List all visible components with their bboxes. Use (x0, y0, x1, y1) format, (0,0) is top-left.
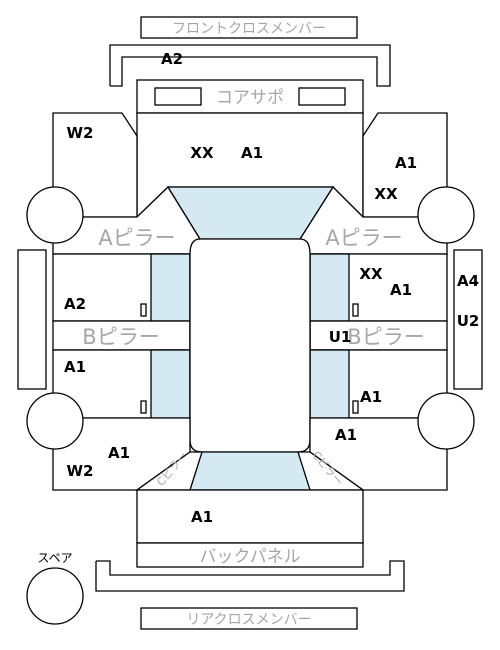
core-support-right-slot (298, 87, 346, 106)
roof-outline[interactable] (189, 238, 311, 453)
core-support-left-slot (154, 87, 202, 106)
left-side-sill[interactable] (17, 249, 47, 390)
a-pillar-left-label: Aピラー (98, 226, 175, 250)
rear-right-wheel[interactable] (417, 392, 475, 450)
front-right-window[interactable] (309, 253, 350, 322)
front-right-fender-mark: XX (374, 185, 398, 203)
right-side-sill[interactable] (453, 249, 483, 390)
front-member-grade: A2 (161, 50, 183, 68)
core-support-label: コアサポ (216, 88, 284, 108)
hood-mark: XX (190, 144, 214, 162)
front-cross-member-label: フロントクロスメンバー (172, 21, 326, 37)
front-left-door-handle (140, 303, 147, 317)
rear-right-door-handle (352, 400, 359, 414)
rear-left-window[interactable] (150, 349, 191, 419)
hood-grade: A1 (241, 144, 263, 162)
right-sill-grade-2: U2 (457, 312, 480, 330)
spare-label: スペア (37, 551, 72, 565)
right-b-pillar-grade: U1 (329, 328, 352, 346)
spare-tire[interactable] (26, 567, 84, 625)
back-panel-label: バックパネル (199, 547, 300, 567)
trunk-lid[interactable] (136, 489, 364, 544)
rear-cross-member-label: リアクロスメンバー (186, 612, 311, 628)
front-bumper-outline[interactable] (109, 44, 391, 87)
rear-window[interactable] (189, 451, 311, 491)
front-right-wheel[interactable] (417, 186, 475, 244)
rear-right-fender-grade: A1 (335, 426, 357, 444)
rear-right-door-grade: A1 (360, 388, 382, 406)
front-right-fender-grade: A1 (395, 154, 417, 172)
rear-left-wheel[interactable] (26, 392, 84, 450)
b-pillar-right-label: Bピラー (347, 325, 424, 349)
rear-cross-member-box[interactable] (140, 607, 358, 630)
b-pillar-left-label: Bピラー (82, 325, 159, 349)
a-pillar-right-label: Aピラー (325, 226, 402, 250)
rear-left-door-grade: A1 (64, 358, 86, 376)
front-left-fender-mark: W2 (67, 124, 94, 142)
front-right-door-handle (352, 303, 359, 317)
front-cross-member-box[interactable] (140, 16, 358, 39)
front-right-door-mark: XX (359, 265, 383, 283)
front-left-window[interactable] (150, 253, 191, 322)
rear-left-fender-grade: A1 (108, 444, 130, 462)
right-sill-grade-1: A4 (457, 272, 479, 290)
b-pillar-left-box[interactable] (52, 320, 191, 351)
rear-bumper-outline[interactable] (95, 560, 405, 592)
back-panel-box[interactable] (136, 542, 364, 568)
rear-left-door-handle (140, 400, 147, 414)
front-left-wheel[interactable] (26, 186, 84, 244)
front-left-door-grade: A2 (64, 295, 86, 313)
trunk-grade: A1 (191, 508, 213, 526)
front-right-door-grade: A1 (390, 281, 412, 299)
rear-right-window[interactable] (309, 349, 350, 419)
rear-left-fender-mark: W2 (67, 462, 94, 480)
